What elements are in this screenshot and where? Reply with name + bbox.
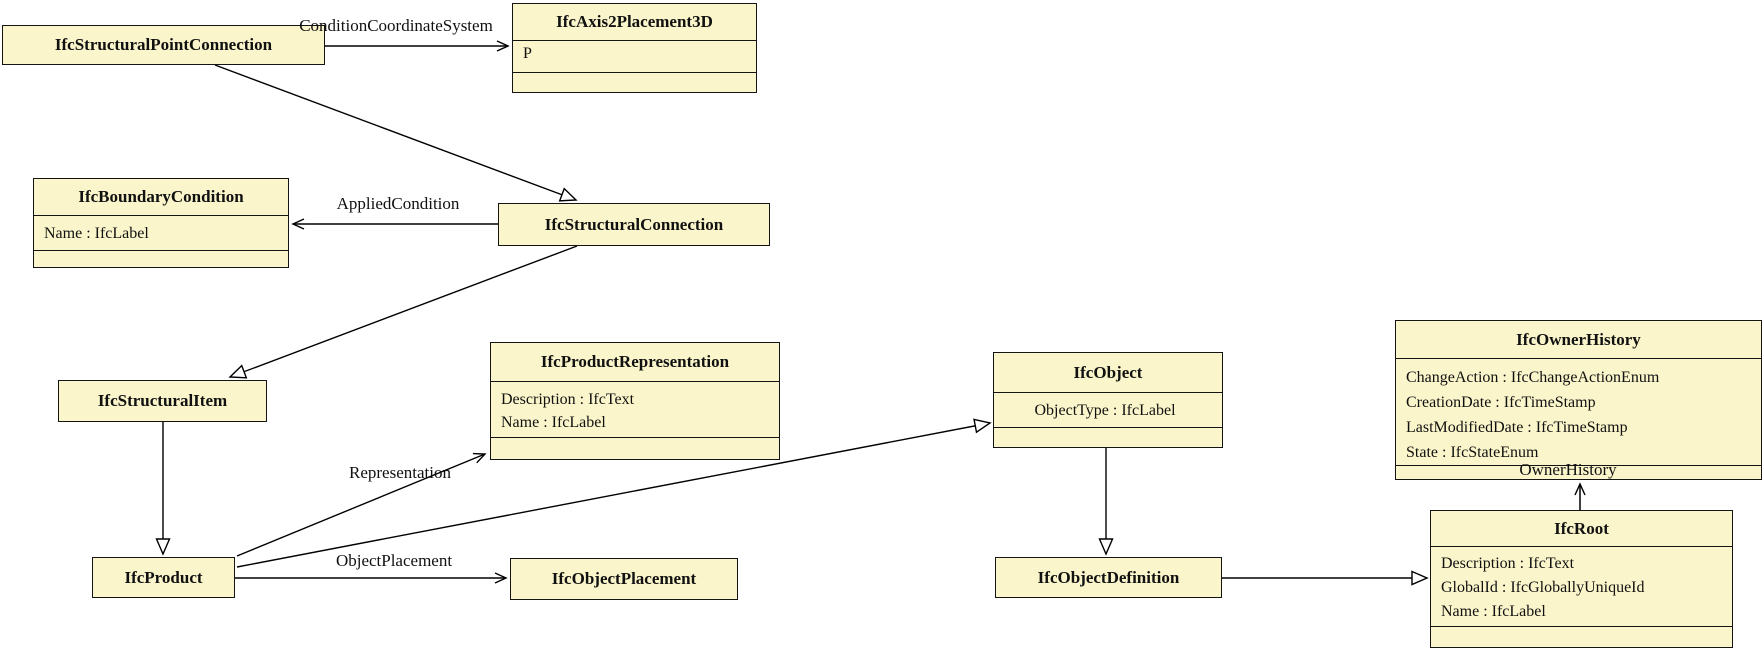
class-title: IfcOwnerHistory	[1396, 321, 1761, 359]
class-attributes: Name : IfcLabel	[34, 216, 288, 250]
attribute: Name : IfcLabel	[501, 414, 606, 431]
attribute: GlobalId : IfcGloballyUniqueId	[1441, 579, 1645, 596]
class-title: IfcStructuralConnection	[544, 214, 724, 234]
class-operations-compartment	[34, 250, 288, 267]
class-ifcstructuralitem: IfcStructuralItem	[58, 380, 267, 422]
edge-label-representation: Representation	[349, 463, 451, 482]
class-attributes: Description : IfcText Name : IfcLabel	[491, 382, 779, 437]
attribute: CreationDate : IfcTimeStamp	[1406, 394, 1596, 411]
class-ifcproduct: IfcProduct	[92, 557, 235, 598]
edge-label-owner-history: OwnerHistory	[1519, 460, 1617, 479]
class-attributes: ChangeAction : IfcChangeActionEnum Creat…	[1396, 359, 1761, 465]
class-ifcboundarycondition: IfcBoundaryCondition Name : IfcLabel	[33, 178, 289, 268]
class-operations-compartment	[491, 437, 779, 459]
class-ifcobject: IfcObject ObjectType : IfcLabel	[993, 352, 1223, 448]
class-title: IfcStructuralItem	[97, 391, 228, 410]
class-operations-compartment	[1396, 465, 1761, 484]
class-title: IfcProduct	[124, 567, 203, 587]
class-ifcstructuralconnection: IfcStructuralConnection	[498, 203, 770, 246]
class-title: IfcObject	[994, 353, 1222, 393]
class-ifcobjectdefinition: IfcObjectDefinition	[995, 557, 1222, 598]
class-title: IfcStructuralPointConnection	[54, 35, 273, 54]
edge-label-object-placement: ObjectPlacement	[335, 551, 453, 570]
class-ifcownerhistory: IfcOwnerHistory ChangeAction : IfcChange…	[1395, 320, 1762, 480]
attribute: Description : IfcText	[1441, 555, 1575, 572]
class-title: IfcProductRepresentation	[491, 343, 779, 382]
attribute: P	[523, 45, 532, 62]
attribute: LastModifiedDate : IfcTimeStamp	[1406, 419, 1628, 436]
attribute: State : IfcStateEnum	[1406, 444, 1539, 461]
class-ifcstructuralpointconnection: IfcStructuralPointConnection	[2, 25, 325, 65]
class-title: IfcAxis2Placement3D	[513, 4, 756, 41]
class-operations-compartment	[994, 427, 1222, 447]
edge-label-condition-coordinate-system: ConditionCoordinateSystem	[299, 16, 493, 35]
class-title: IfcBoundaryCondition	[34, 179, 288, 216]
class-attributes: P	[513, 41, 756, 72]
class-attributes: Description : IfcText GlobalId : IfcGlob…	[1431, 547, 1732, 626]
class-title: IfcObjectDefinition	[1037, 567, 1180, 587]
attribute: Name : IfcLabel	[44, 225, 149, 242]
class-ifcroot: IfcRoot Description : IfcText GlobalId :…	[1430, 510, 1733, 648]
class-ifcaxis2placement3d: IfcAxis2Placement3D P	[512, 3, 757, 93]
class-title: IfcObjectPlacement	[551, 569, 697, 588]
attribute: Description : IfcText	[501, 391, 635, 408]
class-title: IfcRoot	[1431, 511, 1732, 547]
class-operations-compartment	[1431, 626, 1732, 647]
attribute: Name : IfcLabel	[1441, 603, 1546, 620]
edge-label-applied-condition: AppliedCondition	[336, 194, 460, 213]
attribute: ChangeAction : IfcChangeActionEnum	[1406, 369, 1660, 386]
class-ifcobjectplacement: IfcObjectPlacement	[510, 558, 738, 600]
class-attributes: ObjectType : IfcLabel	[994, 393, 1222, 427]
class-operations-compartment	[513, 72, 756, 92]
class-ifcproductrepresentation: IfcProductRepresentation Description : I…	[490, 342, 780, 460]
attribute: ObjectType : IfcLabel	[1034, 402, 1176, 419]
